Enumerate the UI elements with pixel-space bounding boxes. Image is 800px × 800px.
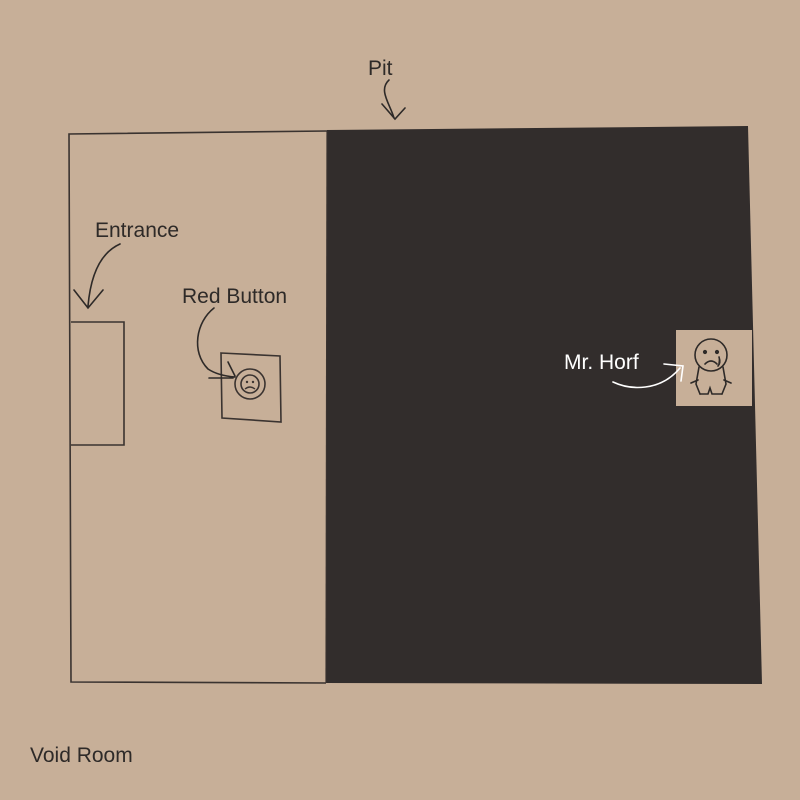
entrance-label: Entrance — [95, 219, 180, 242]
red-button-arrow — [196, 307, 236, 379]
pit-edge — [325, 130, 328, 684]
pit-area — [326, 126, 762, 684]
sad-character-icon — [690, 338, 732, 395]
mr-horf-label: Mr. Horf — [564, 351, 639, 374]
entrance-door — [71, 321, 125, 446]
room-outline — [68, 130, 328, 684]
pit-label: Pit — [368, 57, 393, 80]
room-name-label: Void Room — [30, 744, 133, 767]
button-icon — [220, 352, 282, 423]
mr-horf-arrow — [612, 363, 684, 389]
entrance-arrow — [73, 243, 121, 310]
red-button-label: Red Button — [182, 285, 288, 308]
pit-arrow — [381, 79, 406, 121]
